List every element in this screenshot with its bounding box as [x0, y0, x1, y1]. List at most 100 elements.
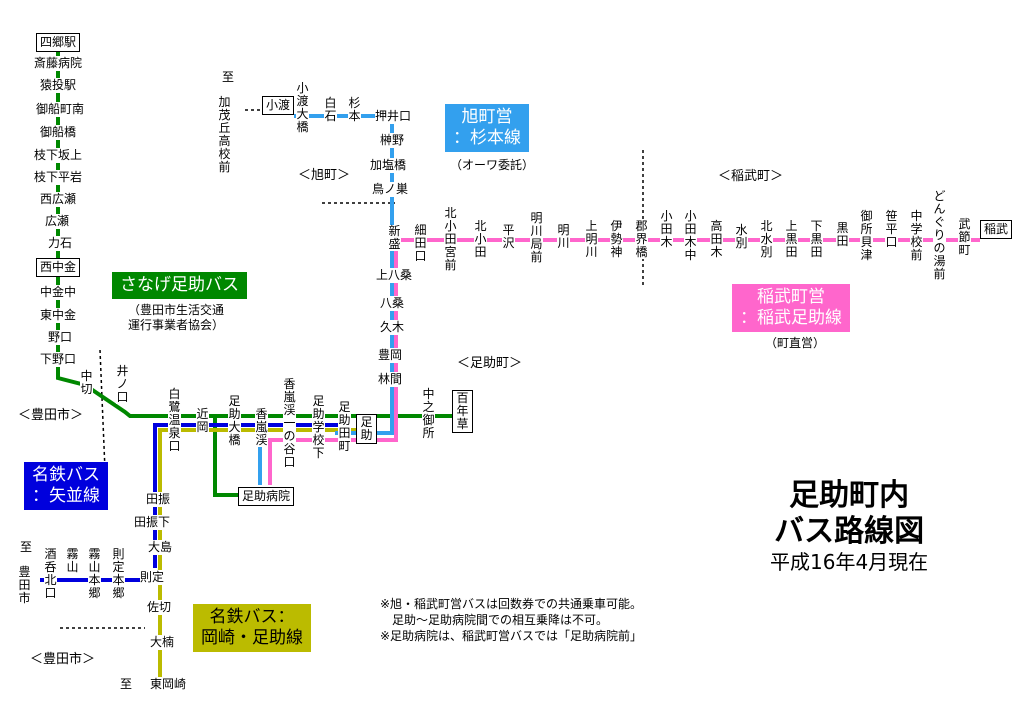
- stop-asuke-gakko: 足助学校下: [312, 394, 325, 460]
- region-toyota-1: ＜豊田市＞: [18, 408, 84, 423]
- stop-ojima: 大島: [148, 540, 173, 555]
- stop-asuke-tamachi: 足助田町: [338, 400, 351, 453]
- sanage-badge: さなげ足助バス: [112, 272, 247, 299]
- stop-inabu: 稲武: [980, 220, 1013, 239]
- sanage-name: さなげ足助バス: [120, 275, 239, 295]
- stop-yakuwa: 八桑: [380, 296, 405, 311]
- stop-kami-myogawa: 上明川: [585, 219, 598, 259]
- stop-nishi-nakagane: 西中金: [36, 258, 81, 277]
- stop-asuke-byoin: 足助病院: [238, 487, 295, 506]
- stop-higashi-okazaki: 東岡崎: [150, 677, 187, 692]
- stop-asuke: 足助: [356, 414, 377, 444]
- stop-shiraishi: 白石: [324, 96, 337, 123]
- region-asuke: ＜足助町＞: [457, 356, 523, 371]
- notes: ※旭・稲武町営バスは回数券での共通乗車可能。 足助～足助病院間での相互乗降は不可…: [380, 597, 643, 643]
- boundary-lines: [60, 109, 644, 629]
- stop-goshomeji: 御所貝津: [860, 209, 873, 262]
- stop-chikaoka: 近岡: [196, 407, 209, 434]
- stop-korankei: 香嵐渓: [255, 407, 268, 447]
- sanage-note: （豊田市生活交通 運行事業者協会）: [128, 303, 225, 332]
- stop-kuroda: 黒田: [836, 221, 849, 248]
- stop-hosoda: 細田口: [414, 223, 427, 263]
- asahi-note: （オーワ委託）: [450, 158, 535, 172]
- stop-hirasawa: 平沢: [502, 223, 515, 250]
- stop-noguchi: 野口: [48, 330, 73, 345]
- stop-chugaku: 中学校前: [910, 209, 923, 262]
- region-asahi: ＜旭町＞: [298, 168, 351, 183]
- stop-norisada-hongo: 則定本郷: [112, 547, 125, 600]
- stop-kitakoda: 北小田: [474, 219, 487, 259]
- region-toyota-2: ＜豊田市＞: [30, 652, 96, 667]
- stop-hyakunengusa: 百年草: [452, 390, 473, 433]
- stop-nishi-hirose: 西広瀬: [40, 192, 77, 207]
- stop-nakanomidokoro: 中之御所: [422, 387, 435, 440]
- stop-shinmori: 新盛: [388, 224, 401, 251]
- stop-to-kamo: 至: [222, 70, 235, 85]
- stop-sugimoto: 杉本: [348, 96, 361, 123]
- stop-myogawa-kyoku: 明川局前: [530, 211, 543, 264]
- stop-shimo-kuroda: 下黒田: [810, 219, 823, 259]
- stop-shirasagi: 白鷺温泉口: [168, 387, 181, 453]
- stop-edashita-hiraiwa: 枝下平岩: [34, 170, 83, 185]
- yanami-name: 名鉄バス ：矢並線: [32, 465, 100, 506]
- stop-kuresono: 榊野: [380, 133, 405, 148]
- stop-sarunage: 猿投駅: [40, 78, 77, 93]
- stop-asuke-ohashi: 足助大橋: [228, 394, 241, 447]
- stop-shimonoguchi: 下野口: [40, 352, 77, 367]
- okazaki-name: 名鉄バス： 岡崎・足助線: [201, 607, 303, 648]
- stop-myogawa: 明川: [557, 223, 570, 250]
- stop-nakagiri: 中切: [80, 369, 93, 396]
- yanami-badge: 名鉄バス ：矢並線: [24, 462, 108, 510]
- stop-mifunebashi: 御船橋: [40, 125, 77, 140]
- title-date: 平成16年4月現在: [770, 550, 929, 574]
- stop-kakitsubashi: 加塩橋: [370, 158, 407, 173]
- stop-takada: 高田木: [710, 219, 723, 259]
- map-title: 足助町内 バス路線図 平成16年4月現在: [770, 478, 928, 574]
- stop-odagi: 小田木: [660, 209, 673, 249]
- stop-nakagane-naka: 中金中: [40, 285, 77, 300]
- inabu-note: （町直営）: [765, 336, 826, 350]
- stop-shigo: 四郷駅: [36, 33, 81, 52]
- stop-kamiyakuwa: 上八桑: [376, 268, 413, 283]
- stop-to-toyota: 至: [20, 540, 33, 555]
- stop-mizuwake: 水別: [735, 223, 748, 250]
- stop-takeshimachi: 武節町: [958, 217, 971, 257]
- stop-tafuri-shita: 田振下: [134, 515, 171, 530]
- inabu-badge: 稲武町営 ：稲武足助線: [732, 284, 850, 332]
- stop-tafuri: 田振: [146, 492, 171, 507]
- stop-kiriyama-hongo: 霧山本郷: [88, 547, 101, 600]
- stop-kobara-watari: 小渡: [262, 96, 295, 115]
- stop-kami-kuroda: 上黒田: [785, 219, 798, 259]
- stop-korankei-ichinotani: 香嵐渓一の谷口: [283, 377, 296, 469]
- stop-donguri: どんぐりの湯前: [933, 189, 946, 281]
- stop-chikaraishi: 力石: [48, 236, 73, 251]
- stop-toyota-shi: 豊田市: [18, 565, 31, 605]
- stop-mifune-minami: 御船町南: [36, 102, 85, 117]
- inabu-name: 稲武町営 ：稲武足助線: [740, 287, 842, 328]
- stop-sakagi-kita: 酒呑北口: [44, 547, 57, 600]
- okazaki-badge: 名鉄バス： 岡崎・足助線: [193, 604, 311, 652]
- stop-kiriyama: 霧山: [66, 547, 79, 574]
- stop-gunkai: 郡界橋: [635, 219, 648, 259]
- title-line1: 足助町内: [789, 478, 910, 513]
- title-line2: バス路線図: [774, 514, 925, 549]
- asahi-name: 旭町営 ：杉本線: [453, 107, 521, 148]
- stop-kamo-hs: 加茂丘高校前: [218, 95, 231, 174]
- stop-oshiiguchi: 押井口: [375, 109, 412, 124]
- stop-okusu: 大楠: [150, 635, 175, 650]
- stop-sagiri: 佐切: [147, 600, 172, 615]
- stop-odagi-naka: 小田木中: [684, 209, 697, 262]
- stop-saito: 斎藤病院: [34, 56, 83, 71]
- stop-toyooka: 豊岡: [378, 348, 403, 363]
- stop-kita-koda: 北小田宮前: [444, 206, 457, 272]
- stop-sasahira: 笹平口: [885, 209, 898, 249]
- stop-kowatari-ohashi: 小渡大橋: [296, 81, 309, 134]
- stop-edashita-sakaue: 枝下坂上: [34, 148, 83, 163]
- asahi-badge: 旭町営 ：杉本線: [445, 104, 529, 152]
- stop-hayashima: 林間: [378, 372, 403, 387]
- stop-to-higashi-okazaki: 至: [120, 677, 133, 692]
- stop-norisada: 則定: [140, 570, 165, 585]
- stop-higashi-nakagane: 東中金: [40, 308, 77, 323]
- stop-hirose: 広瀬: [45, 214, 70, 229]
